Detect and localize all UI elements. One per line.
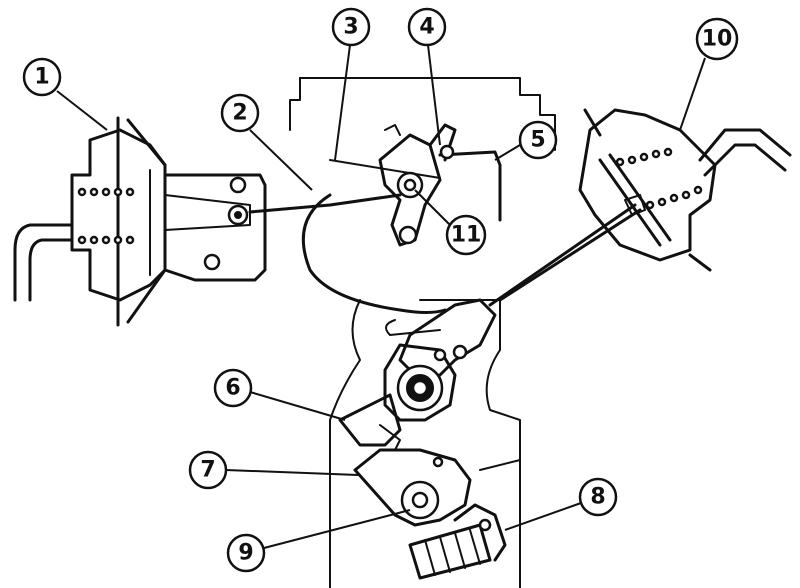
callout-circle-11 bbox=[445, 214, 487, 256]
callout-label-10: 10 bbox=[702, 27, 733, 52]
callout-circle-2 bbox=[220, 93, 260, 133]
central-housing bbox=[289, 77, 556, 588]
callout-circle-9 bbox=[226, 533, 266, 573]
left-spring-dots bbox=[77, 187, 135, 245]
callout-circle-3 bbox=[331, 7, 371, 47]
callout-label-4: 4 bbox=[419, 15, 434, 40]
callout-circle-4 bbox=[407, 7, 447, 47]
callout-label-3: 3 bbox=[343, 15, 358, 40]
adjusting-screw bbox=[408, 503, 507, 580]
callout-circle-7 bbox=[188, 450, 228, 490]
linkage-rods bbox=[248, 150, 642, 307]
callout-circle-5 bbox=[518, 120, 558, 160]
callout-circle-6 bbox=[213, 368, 253, 408]
upper-lever-assembly bbox=[378, 123, 457, 247]
callout-label-6: 6 bbox=[225, 376, 240, 401]
callout-label-1: 1 bbox=[34, 65, 49, 90]
callout-label-5: 5 bbox=[530, 128, 545, 153]
callout-label-11: 11 bbox=[451, 223, 482, 248]
right-spring-dots bbox=[615, 147, 703, 210]
callouts: 1 2 3 4 5 6 7 8 9 10 11 bbox=[22, 7, 739, 573]
callout-circle-10 bbox=[695, 17, 739, 61]
breaker-assembly bbox=[338, 298, 497, 451]
cable-loop bbox=[301, 193, 447, 336]
callout-label-7: 7 bbox=[200, 458, 215, 483]
callout-label-8: 8 bbox=[590, 485, 605, 510]
callout-label-9: 9 bbox=[238, 541, 253, 566]
lower-plate bbox=[353, 448, 472, 527]
callout-circle-1 bbox=[22, 57, 62, 97]
callout-circle-8 bbox=[578, 477, 618, 517]
right-vacuum-unit bbox=[578, 108, 792, 272]
callout-label-2: 2 bbox=[232, 101, 247, 126]
left-vacuum-unit bbox=[13, 116, 267, 327]
